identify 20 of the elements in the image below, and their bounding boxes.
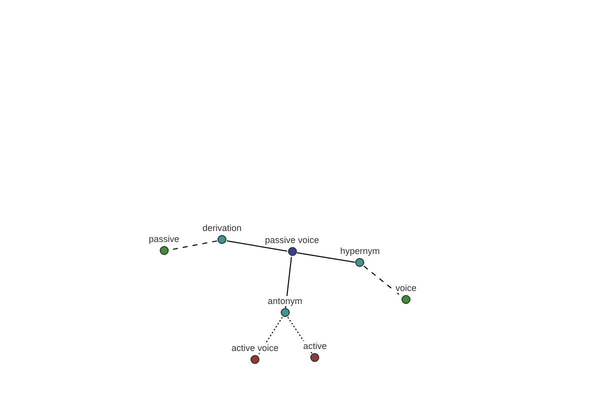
graph-node <box>302 341 328 362</box>
node-label: active voice <box>230 343 280 353</box>
graph-node <box>201 223 243 244</box>
connector-line <box>296 252 356 263</box>
connector-line <box>287 316 313 354</box>
node-label: passive voice <box>264 235 320 245</box>
connector-line <box>226 240 288 252</box>
graph-node <box>230 343 280 364</box>
node-label: active <box>302 341 328 351</box>
graph-node <box>394 283 418 304</box>
graph-node <box>339 246 381 267</box>
graph-node <box>264 235 320 256</box>
graph-node <box>266 296 304 317</box>
node-label: antonym <box>266 296 304 306</box>
node-label: hypernym <box>339 246 381 256</box>
node-label: derivation <box>201 223 243 233</box>
node-label: passive <box>148 234 180 244</box>
node-label: voice <box>394 283 418 293</box>
graph-node <box>148 234 180 255</box>
connector-line <box>257 316 283 356</box>
